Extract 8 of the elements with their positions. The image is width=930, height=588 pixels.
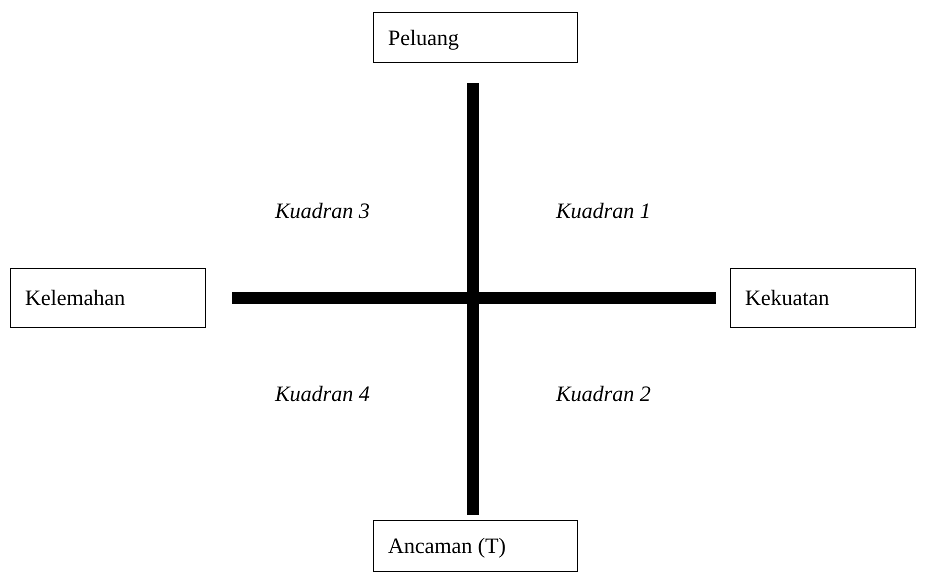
quadrant-label: Kuadran 3 [275,198,370,224]
quadrant-label: Kuadran 2 [556,381,651,407]
quadrant-label: Kuadran 4 [275,381,370,407]
label-box: Ancaman (T) [373,520,578,572]
label-box: Peluang [373,12,578,63]
label-box: Kelemahan [10,268,206,328]
quadrant-label: Kuadran 1 [556,198,651,224]
label-box: Kekuatan [730,268,916,328]
